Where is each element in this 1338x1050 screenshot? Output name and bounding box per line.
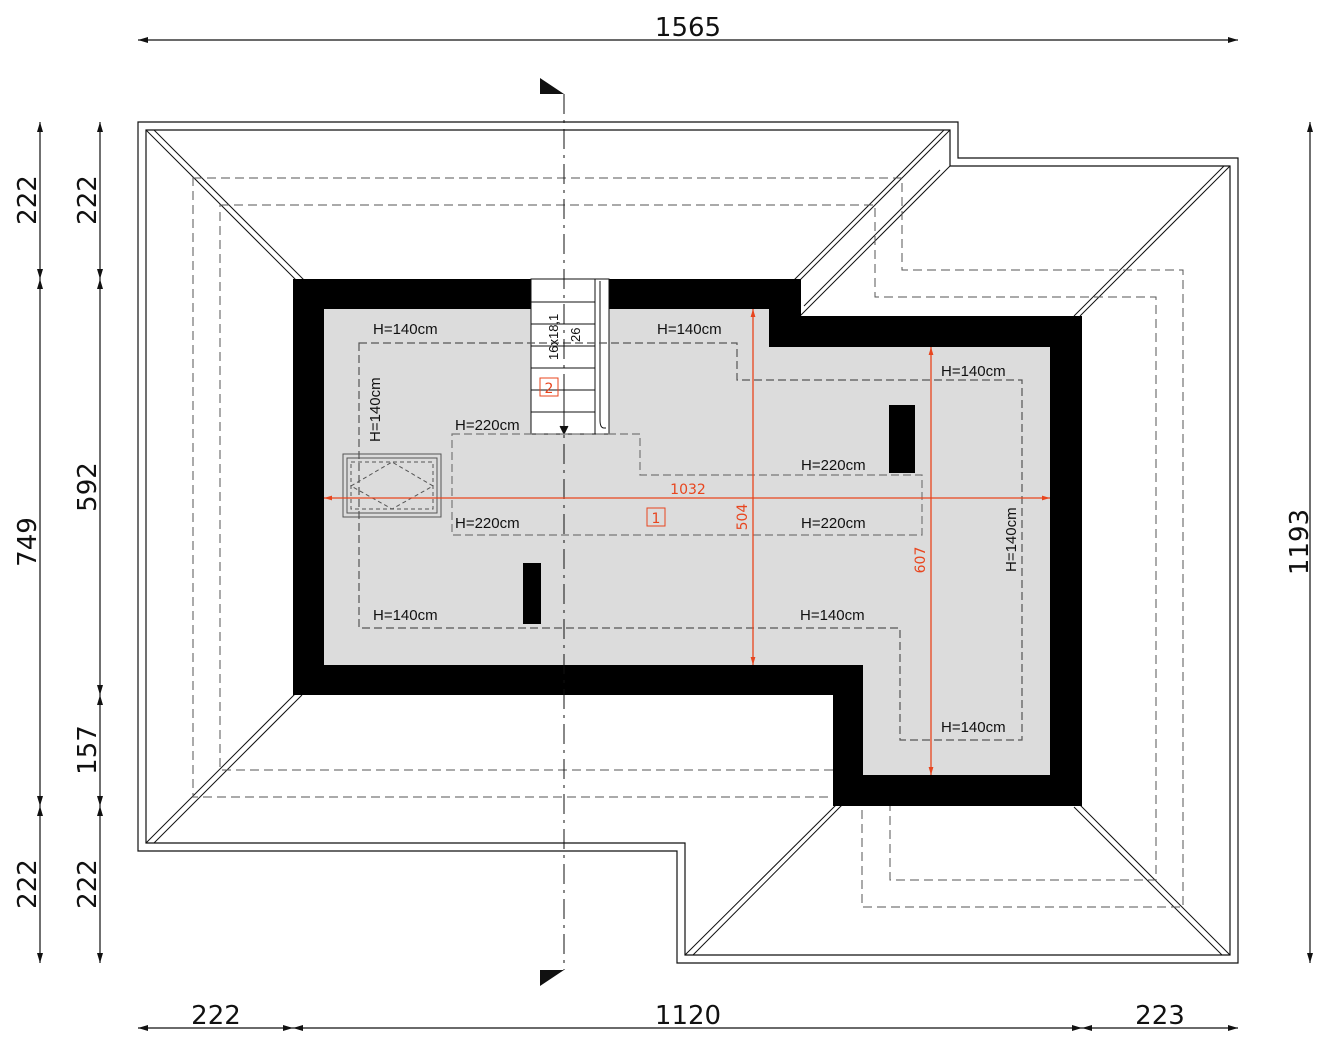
walls bbox=[293, 279, 1082, 806]
height-label: H=140cm bbox=[1003, 507, 1020, 572]
height-label: H=140cm bbox=[367, 377, 384, 442]
height-label: H=220cm bbox=[801, 515, 866, 532]
height-label: H=220cm bbox=[801, 457, 866, 474]
dim-left-inner-lower: 157 bbox=[73, 725, 103, 775]
height-label: H=220cm bbox=[455, 417, 520, 434]
height-label: H=140cm bbox=[941, 719, 1006, 736]
height-label: H=220cm bbox=[455, 515, 520, 532]
floor-area bbox=[324, 309, 1050, 775]
chimney-right bbox=[889, 405, 915, 473]
stair-number: 2 bbox=[545, 381, 554, 397]
stair-spec: 16x18,1 bbox=[546, 314, 561, 360]
vertical-dim-607: 607 bbox=[913, 547, 929, 574]
eave-dashed-lines bbox=[192, 177, 1184, 908]
height-label: H=140cm bbox=[373, 321, 438, 338]
horizontal-dim-1032: 1032 bbox=[670, 482, 706, 498]
dim-left-inner-middle: 592 bbox=[73, 462, 103, 512]
dimension-lines bbox=[37, 37, 1313, 1031]
stair-tread: 26 bbox=[568, 328, 583, 342]
skylight-icon bbox=[342, 453, 442, 518]
dim-bottom-middle: 1120 bbox=[655, 1001, 721, 1031]
dim-left-inner-top: 222 bbox=[73, 175, 103, 225]
height-label: H=140cm bbox=[800, 607, 865, 624]
section-line bbox=[522, 78, 565, 986]
room-number-box bbox=[646, 507, 666, 527]
height-220-line bbox=[451, 433, 923, 536]
chimney-left bbox=[523, 563, 541, 624]
stair-opening bbox=[531, 279, 609, 434]
dim-bottom-left: 222 bbox=[191, 1001, 241, 1031]
dim-left-outer-middle: 749 bbox=[13, 517, 43, 567]
room-number: 1 bbox=[652, 511, 661, 527]
dim-top-total: 1565 bbox=[655, 13, 721, 43]
height-label: H=140cm bbox=[657, 321, 722, 338]
height-label: H=140cm bbox=[941, 363, 1006, 380]
dim-right-total: 1193 bbox=[1285, 509, 1315, 575]
dim-left-outer-top: 222 bbox=[13, 175, 43, 225]
stair-number-box bbox=[539, 377, 559, 397]
interior-dimensions bbox=[324, 309, 1050, 775]
dim-bottom-right: 223 bbox=[1135, 1001, 1185, 1031]
height-label: H=140cm bbox=[373, 607, 438, 624]
height-140-line bbox=[358, 342, 1023, 741]
dim-left-outer-bottom: 222 bbox=[13, 859, 43, 909]
roof-hip-lines bbox=[145, 129, 1231, 956]
vertical-dim-504: 504 bbox=[735, 504, 751, 531]
dim-left-inner-bottom: 222 bbox=[73, 859, 103, 909]
